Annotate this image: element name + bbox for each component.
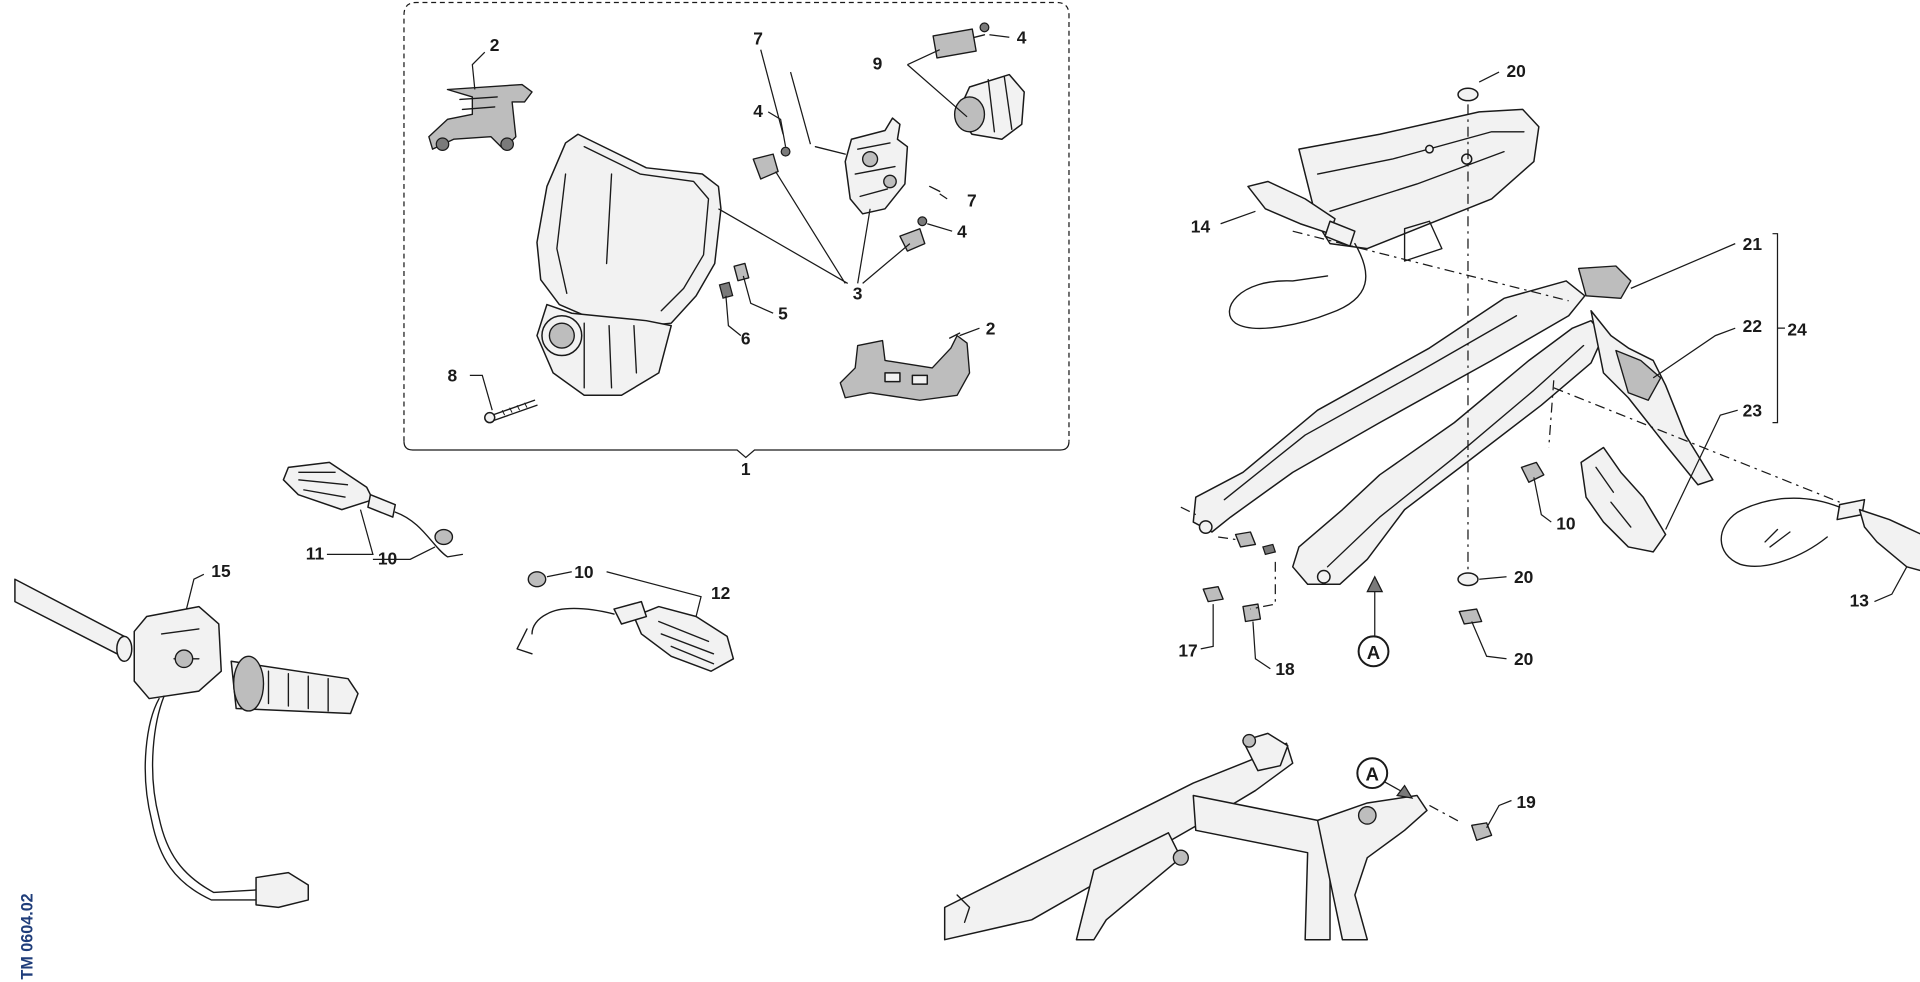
callout-20-top: 20 xyxy=(1507,61,1526,81)
leader-lines xyxy=(185,34,1908,829)
indicator-left-rear xyxy=(1228,180,1367,330)
callout-7-upper: 7 xyxy=(753,29,763,49)
callout-20-mid: 20 xyxy=(1514,567,1533,587)
headlight-clamp-upper xyxy=(428,83,533,152)
motorcycle-frame xyxy=(943,732,1428,941)
reference-mark-a-lower[interactable]: A xyxy=(1357,575,1390,668)
assembly-axes xyxy=(1180,104,1840,824)
reference-mark-a-frame[interactable]: A xyxy=(1356,757,1414,799)
rear-mudguard xyxy=(1298,108,1540,262)
callout-numbers: 2 7 4 4 9 7 4 3 5 6 2 8 1 11 10 10 12 15… xyxy=(211,28,1869,812)
headlight-bracket xyxy=(752,22,990,252)
handlebar-switch xyxy=(14,578,359,909)
callout-13: 13 xyxy=(1850,591,1870,611)
callout-8: 8 xyxy=(447,366,457,386)
callout-15: 15 xyxy=(211,561,231,581)
callout-22: 22 xyxy=(1743,316,1762,336)
callout-2-upper: 2 xyxy=(490,35,500,55)
callout-4-top: 4 xyxy=(1017,28,1027,48)
callout-4-left: 4 xyxy=(753,101,763,121)
callout-10-mid: 10 xyxy=(574,562,593,582)
indicator-right-front xyxy=(516,571,735,672)
screw-8 xyxy=(484,399,538,424)
indicator-left-front xyxy=(282,461,464,558)
callout-3: 3 xyxy=(853,284,863,304)
callout-9: 9 xyxy=(873,54,883,74)
fasteners-right xyxy=(1202,87,1545,841)
callout-10-right: 10 xyxy=(1556,514,1575,534)
headlight-bulb-9 xyxy=(932,28,1025,140)
callout-6: 6 xyxy=(741,328,751,348)
callout-19: 19 xyxy=(1516,792,1536,812)
callout-18: 18 xyxy=(1275,659,1295,679)
headlight-clamp-lower xyxy=(839,332,971,401)
headlight-fairing xyxy=(536,133,722,397)
callout-21: 21 xyxy=(1743,234,1763,254)
indicator-right-rear xyxy=(1720,497,1920,572)
document-reference: TM 0604.02 xyxy=(18,893,36,979)
rear-subframe xyxy=(1192,265,1714,585)
callout-2-lower: 2 xyxy=(986,318,996,338)
callout-24: 24 xyxy=(1787,320,1807,340)
callout-4-right: 4 xyxy=(957,221,967,241)
callout-11: 11 xyxy=(306,543,325,563)
callout-14: 14 xyxy=(1191,216,1211,236)
callout-5: 5 xyxy=(778,303,788,323)
reference-mark-a-text-2: A xyxy=(1366,764,1379,785)
callout-20-bottom: 20 xyxy=(1514,649,1533,669)
callout-12: 12 xyxy=(711,583,730,603)
headlight-kit-group-box xyxy=(403,1,1070,459)
nut-5-6 xyxy=(718,262,750,299)
callout-10-left: 10 xyxy=(378,548,397,568)
callout-17: 17 xyxy=(1178,640,1197,660)
reference-mark-a-text: A xyxy=(1367,642,1380,663)
callout-23: 23 xyxy=(1743,400,1763,420)
callout-7-right: 7 xyxy=(967,190,977,210)
callout-1: 1 xyxy=(741,459,751,479)
